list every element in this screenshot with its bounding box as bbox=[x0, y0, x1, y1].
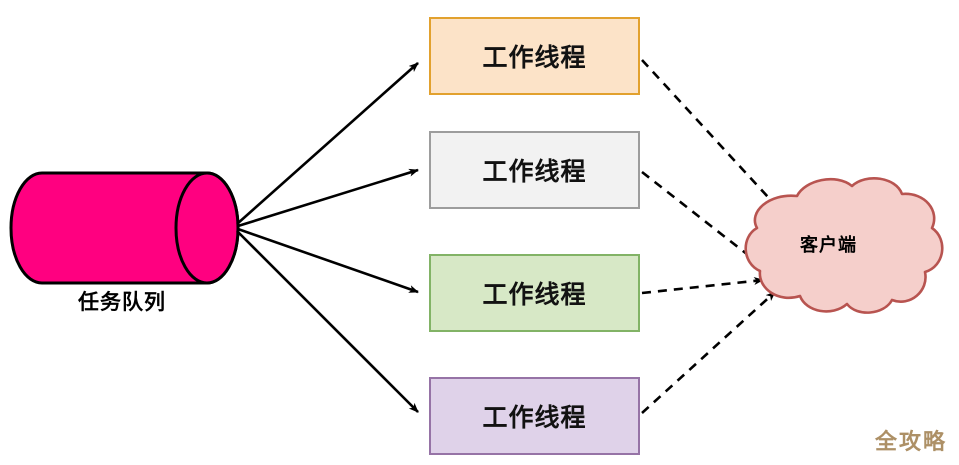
worker-thread-box-4[interactable]: 工作线程 bbox=[429, 377, 640, 455]
workers-to-client-arrows bbox=[641, 59, 780, 414]
task-queue-cylinder bbox=[9, 171, 240, 285]
worker-thread-label-3: 工作线程 bbox=[482, 281, 587, 309]
arrow-queue-to-worker-3 bbox=[237, 227, 419, 294]
watermark-text: 全攻略 bbox=[874, 429, 947, 454]
worker-thread-label-1: 工作线程 bbox=[482, 44, 587, 72]
worker-thread-box-2[interactable]: 工作线程 bbox=[429, 131, 640, 209]
arrow-worker-2-to-client bbox=[641, 170, 758, 264]
arrow-worker-3-to-client bbox=[641, 276, 764, 295]
worker-thread-label-4: 工作线程 bbox=[482, 404, 587, 432]
worker-thread-box-1[interactable]: 工作线程 bbox=[429, 17, 640, 95]
arrow-queue-to-worker-4 bbox=[236, 230, 419, 413]
arrow-queue-to-worker-2 bbox=[237, 168, 419, 228]
queue-to-workers-arrows bbox=[236, 62, 419, 413]
worker-thread-label-2: 工作线程 bbox=[482, 158, 587, 186]
arrow-queue-to-worker-1 bbox=[236, 62, 419, 225]
arrow-worker-4-to-client bbox=[641, 291, 776, 414]
arrow-worker-1-to-client bbox=[641, 59, 780, 210]
client-cloud bbox=[744, 177, 944, 314]
worker-thread-box-3[interactable]: 工作线程 bbox=[429, 254, 640, 332]
